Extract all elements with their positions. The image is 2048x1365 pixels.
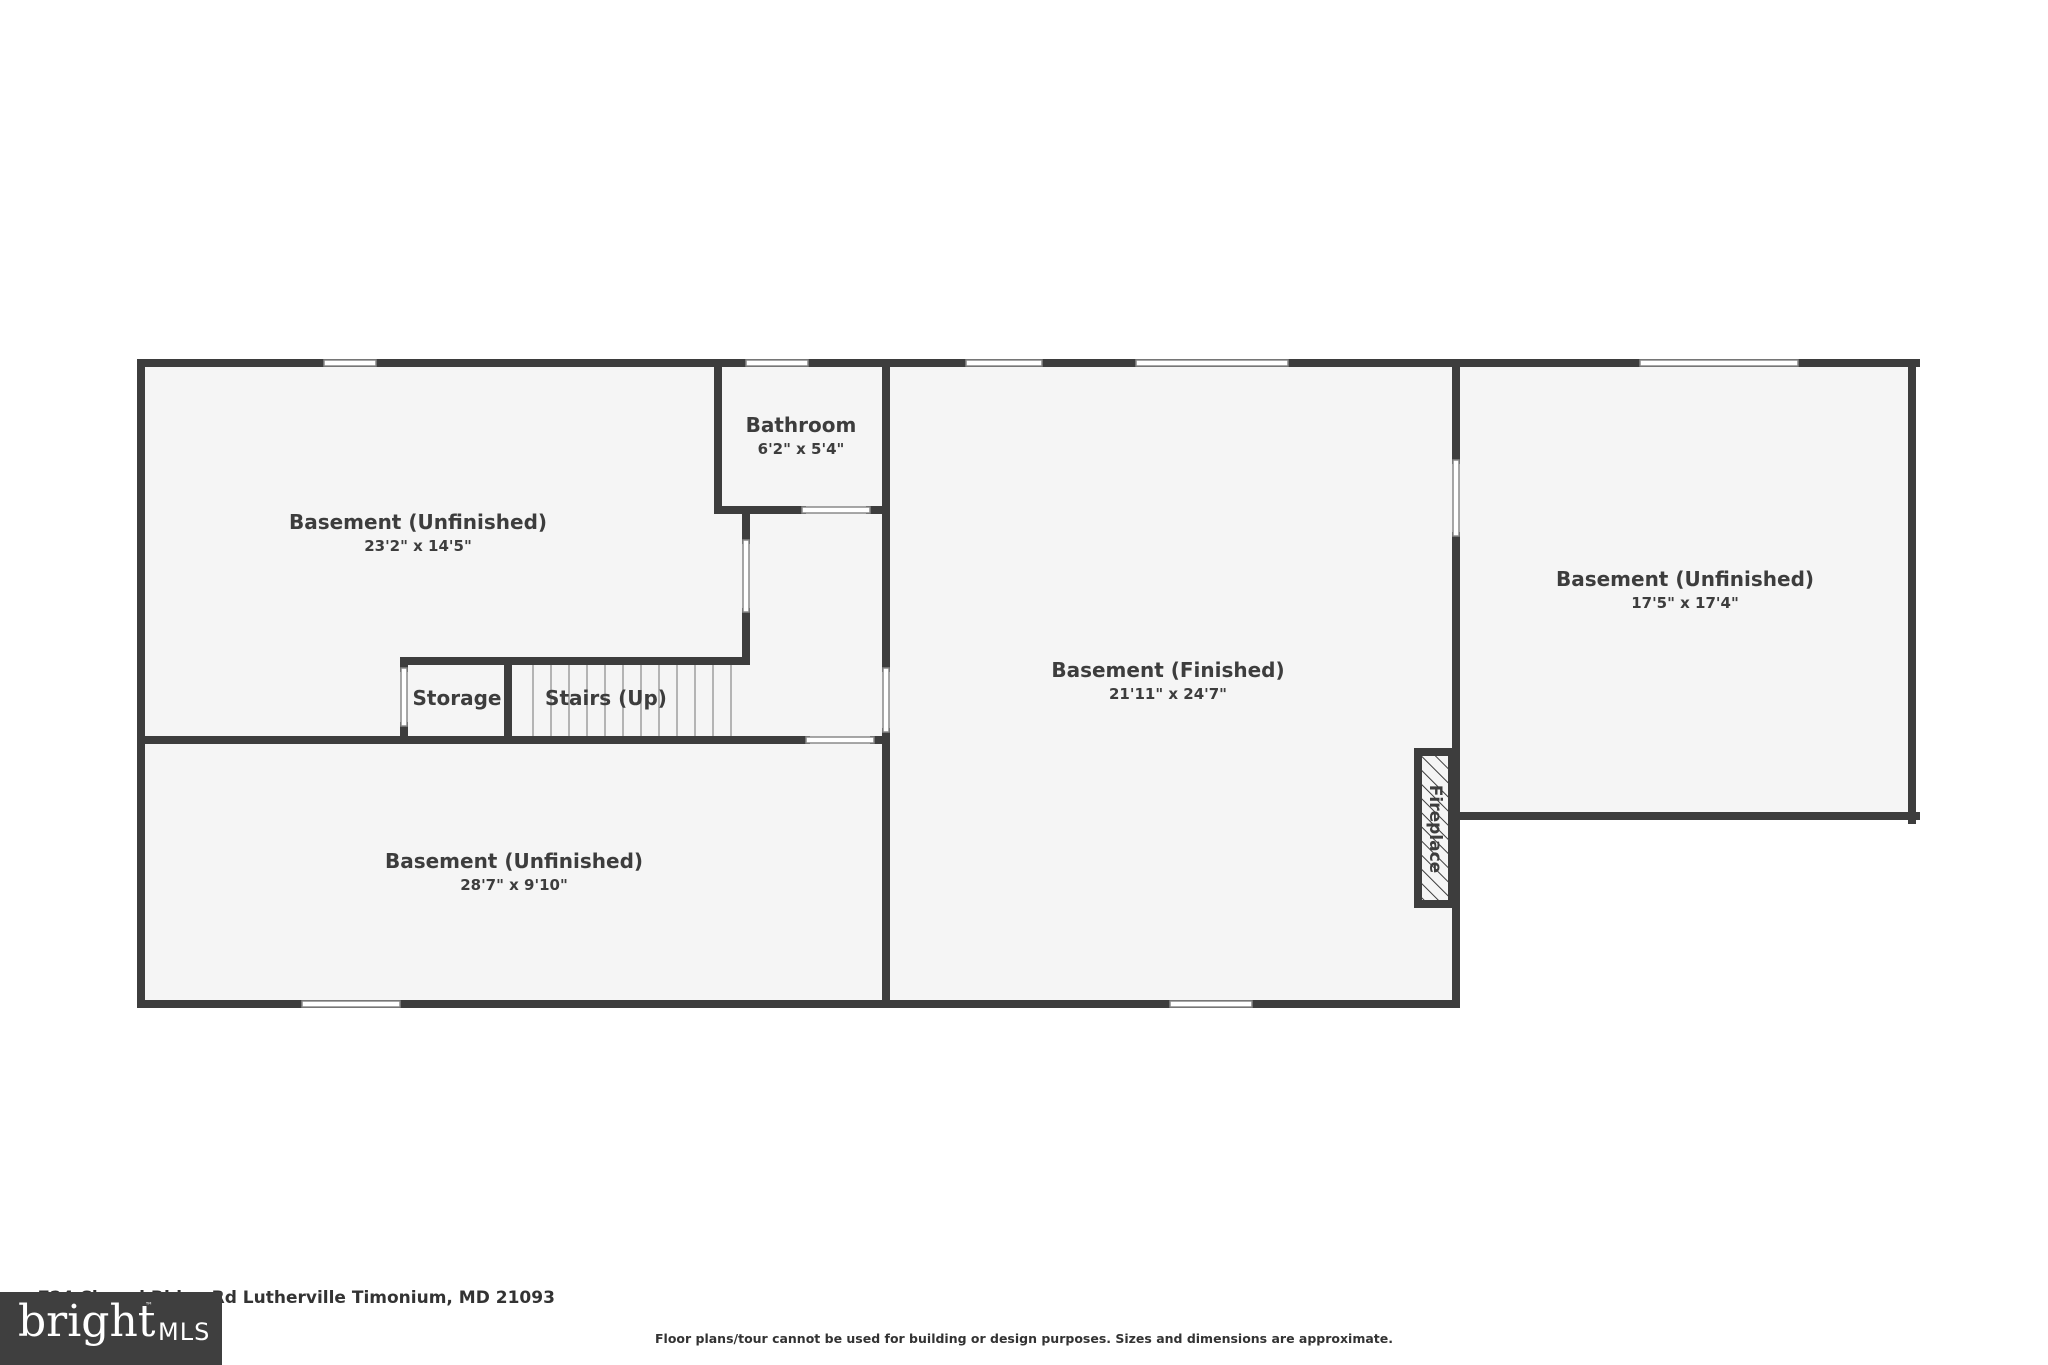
room-name: Stairs (Up) [545, 686, 667, 710]
room-name: Basement (Unfinished) [385, 849, 643, 873]
floor-areas [141, 364, 1911, 1004]
bright-mls-logo: bright ™ MLS [0, 1292, 222, 1365]
logo-word: bright [18, 1296, 156, 1347]
fireplace-label: Fireplace [1425, 785, 1445, 873]
room-labels: Basement (Unfinished) 23'2" x 14'5" Bath… [289, 413, 1814, 894]
disclaimer: Floor plans/tour cannot be used for buil… [655, 1331, 1393, 1346]
room-name: Bathroom [746, 413, 857, 437]
stair-treads [532, 665, 732, 736]
room-name: Basement (Finished) [1051, 658, 1284, 682]
room-name: Basement (Unfinished) [1556, 567, 1814, 591]
room-dims: 17'5" x 17'4" [1631, 594, 1739, 612]
logo-tm: ™ [145, 1301, 153, 1310]
room-name: Storage [413, 686, 502, 710]
fireplace: Fireplace [1414, 748, 1456, 908]
logo-mls: MLS [158, 1318, 211, 1346]
room-dims: 6'2" x 5'4" [758, 440, 845, 458]
windows [301, 359, 1799, 1008]
room-dims: 21'11" x 24'7" [1109, 685, 1227, 703]
room-dims: 23'2" x 14'5" [364, 537, 472, 555]
room-name: Basement (Unfinished) [289, 510, 547, 534]
room-dims: 28'7" x 9'10" [460, 876, 568, 894]
